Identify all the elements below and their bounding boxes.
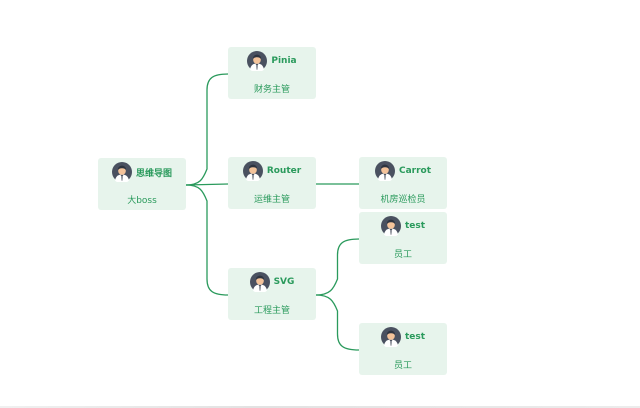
node-name: SVG (273, 277, 295, 287)
link-svg-test1 (315, 238, 360, 296)
link-root-svg (185, 184, 229, 296)
node-title: 运维主管 (253, 195, 290, 205)
node-test2[interactable]: test 员工 (359, 323, 447, 375)
node-name: Carrot (398, 166, 432, 176)
node-title: 财务主管 (253, 85, 290, 95)
link-svg-test2 (315, 294, 360, 351)
node-header: Pinia (228, 51, 316, 71)
node-title: 员工 (393, 361, 412, 371)
node-name: test (404, 221, 426, 231)
person-avatar-icon (111, 162, 132, 182)
node-root[interactable]: 思维导图大boss (98, 158, 186, 210)
node-header: Carrot (359, 161, 447, 181)
node-header: Router (228, 161, 316, 181)
bottom-border (0, 406, 640, 408)
node-header: test (359, 216, 447, 236)
node-header: 思维导图 (98, 162, 186, 182)
node-name: Pinia (271, 56, 297, 66)
node-header: test (359, 327, 447, 347)
link-root-pinia (185, 73, 229, 186)
person-avatar-icon (380, 327, 401, 347)
node-title: 工程主管 (253, 306, 290, 316)
node-carrot[interactable]: Carrot 机房巡检员 (359, 157, 447, 209)
person-avatar-icon (247, 51, 268, 71)
node-title: 大boss (127, 196, 157, 206)
person-avatar-icon (374, 161, 395, 181)
node-header: SVG (228, 272, 316, 292)
person-avatar-icon (242, 161, 263, 181)
node-test1[interactable]: test 员工 (359, 212, 447, 264)
node-title: 员工 (393, 250, 412, 260)
node-name: Router (266, 166, 302, 176)
node-svg[interactable]: SVG 工程主管 (228, 268, 316, 320)
link-root-router (185, 183, 229, 186)
node-name: test (404, 332, 426, 342)
node-title: 机房巡检员 (380, 195, 426, 205)
node-name: 思维导图 (135, 168, 172, 179)
person-avatar-icon (249, 272, 270, 292)
person-avatar-icon (380, 216, 401, 236)
node-router[interactable]: Router 运维主管 (228, 157, 316, 209)
node-pinia[interactable]: Pinia 财务主管 (228, 47, 316, 99)
